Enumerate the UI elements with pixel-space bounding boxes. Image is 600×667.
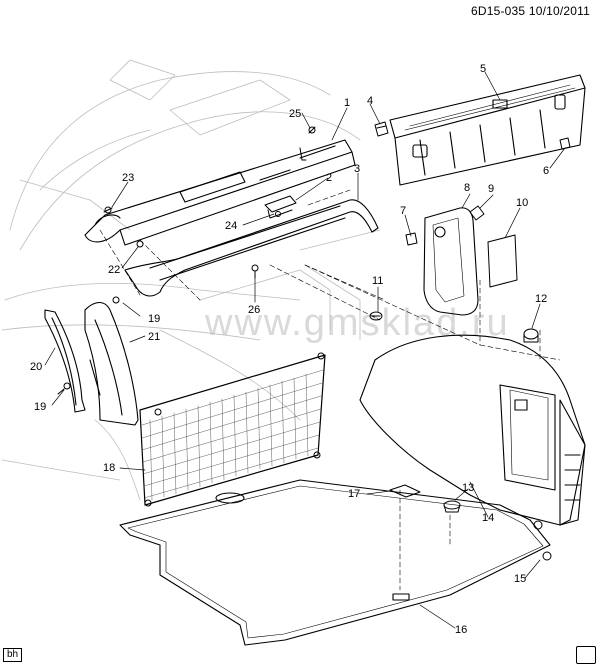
- callout-25: 25: [289, 108, 301, 120]
- part-12-cap: [523, 328, 539, 343]
- part-14-side-panel: [359, 334, 586, 526]
- callout-19b: 19: [34, 401, 46, 413]
- part-10-label: [487, 234, 518, 288]
- guide-lines: [99, 189, 561, 591]
- part-4-clip: [374, 121, 389, 137]
- callout-20: 20: [30, 361, 42, 373]
- callout-12: 12: [535, 293, 547, 305]
- footer-badge: bh: [3, 648, 23, 662]
- callout-26: 26: [248, 304, 260, 316]
- callout-16: 16: [455, 624, 467, 636]
- callout-4: 4: [367, 95, 373, 107]
- callout-24: 24: [225, 220, 237, 232]
- part-3-lower-trim: [124, 199, 379, 297]
- part-19-screw-left: [57, 382, 71, 395]
- callout-10: 10: [516, 197, 528, 209]
- part-16-floor-mat: [119, 479, 551, 646]
- callout-22: 22: [108, 264, 120, 276]
- callout-11: 11: [372, 275, 383, 287]
- part-21-side-trim: [84, 301, 139, 426]
- part-15-fasteners: [533, 520, 552, 561]
- callout-7: 7: [400, 205, 406, 217]
- callout-13: 13: [462, 482, 474, 494]
- diagram-code: 6D15-035 10/10/2011: [470, 4, 590, 18]
- callout-3: 3: [354, 163, 360, 175]
- callout-23: 23: [122, 172, 134, 184]
- callout-15: 15: [514, 573, 526, 585]
- callout-1: 1: [344, 97, 350, 109]
- callout-5: 5: [480, 63, 486, 75]
- part-13-bumper: [443, 500, 461, 513]
- callout-8: 8: [464, 182, 470, 194]
- callout-labels: 1 2 3 4 5 6 7 8 9 10 11 12 13 14 15 16 1…: [30, 63, 549, 636]
- part-5-sill-plate: [389, 74, 586, 186]
- part-1-upper-trim: [84, 139, 356, 246]
- part-6-clip: [559, 137, 571, 150]
- callout-17: 17: [348, 488, 360, 500]
- part-7-nut: [405, 232, 418, 246]
- leader-lines: [44, 71, 566, 629]
- part-20-side-trim: [44, 309, 86, 413]
- callout-21: 21: [148, 331, 160, 343]
- part-17-plate: [389, 484, 421, 498]
- callout-9: 9: [488, 183, 494, 195]
- callout-18: 18: [103, 462, 115, 474]
- part-2-bracket: [264, 195, 297, 219]
- callout-19a: 19: [148, 313, 160, 325]
- part-9-clip: [469, 205, 485, 221]
- part-11-retainer: [369, 311, 383, 321]
- callout-6: 6: [543, 165, 549, 177]
- vehicle-body-outline: [1, 59, 381, 501]
- fasteners: [103, 126, 316, 279]
- callout-14: 14: [482, 512, 494, 524]
- part-18-cargo-net: [139, 352, 326, 507]
- callout-2: 2: [326, 172, 332, 184]
- gm-logo: [576, 646, 596, 664]
- part-8-access-cover: [423, 207, 479, 316]
- watermark-text: www.gmsklad.ru: [204, 302, 510, 344]
- part-19-screw-upper: [112, 296, 120, 304]
